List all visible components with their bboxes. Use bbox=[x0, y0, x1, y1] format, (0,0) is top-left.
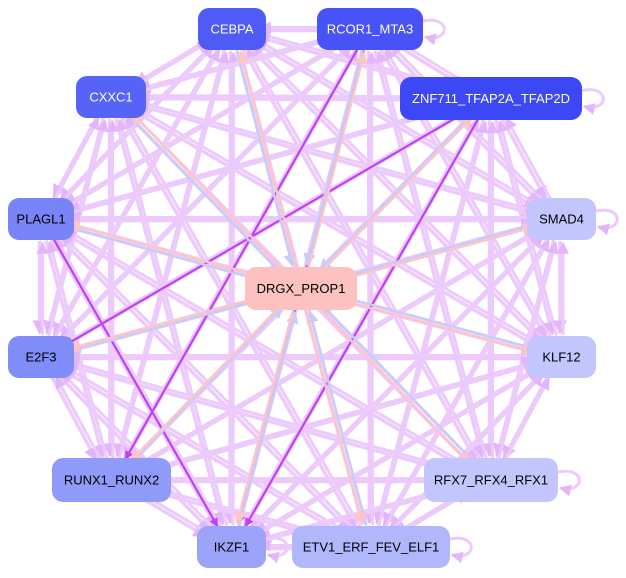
node-label: ETV1_ERF_FEV_ELF1 bbox=[303, 540, 440, 555]
edge-ZNF711_TFAP2A_TFAP2D-to-center bbox=[318, 112, 474, 272]
edge-center-to-CXXC1 bbox=[130, 112, 287, 273]
edges bbox=[32, 18, 619, 564]
node-box bbox=[52, 458, 171, 502]
edge-PLAGL1-RFX7_RFX4_RFX1 bbox=[60, 229, 468, 471]
node-etv1-erf-fev-elf1[interactable]: ETV1_ERF_FEV_ELF1 bbox=[292, 526, 450, 568]
edge-SMAD4-RUNX1_RUNX2 bbox=[133, 227, 541, 469]
node-box bbox=[317, 8, 423, 50]
edge-center-to-RUNX1_RUNX2 bbox=[129, 302, 284, 463]
node-box bbox=[8, 198, 74, 240]
edge-center-to-ZNF711_TFAP2A_TFAP2D bbox=[318, 115, 474, 275]
self-loop-RCOR1_MTA3 bbox=[422, 18, 446, 46]
node-label: IKZF1 bbox=[214, 540, 249, 555]
edge-ETV1_ERF_FEV_ELF1-RCOR1_MTA3 bbox=[365, 51, 378, 525]
edge-KLF12-to-center bbox=[327, 290, 539, 352]
edge-RFX7_RFX4_RFX1-KLF12 bbox=[502, 377, 551, 463]
node-label: CEBPA bbox=[210, 22, 253, 37]
edge-IKZF1-KLF12 bbox=[252, 368, 540, 539]
edge-RCOR1_MTA3-PLAGL1 bbox=[63, 37, 350, 208]
edge-center-to-CEBPA bbox=[237, 50, 298, 268]
node-box bbox=[527, 198, 596, 240]
node-rfx7-rfx4-rfx1[interactable]: RFX7_RFX4_RFX1 bbox=[424, 458, 558, 502]
node-box bbox=[76, 76, 146, 118]
node-box bbox=[424, 458, 558, 502]
node-znf711-tfap2a-tfap2d[interactable]: ZNF711_TFAP2A_TFAP2D bbox=[400, 77, 582, 120]
edge-RFX7_RFX4_RFX1-to-center bbox=[320, 303, 477, 465]
edge-ZNF711_TFAP2A_TFAP2D-SMAD4 bbox=[500, 117, 548, 201]
strong-edge-PLAGL1-IKZF1 bbox=[52, 237, 219, 528]
self-loop-SMAD4 bbox=[595, 208, 619, 236]
edge-RUNX1_RUNX2-E2F3 bbox=[54, 376, 103, 461]
edge-center-to-IKZF1 bbox=[234, 309, 295, 525]
self-loop-RFX7_RFX4_RFX1 bbox=[557, 469, 581, 497]
edge-center-to-ETV1_ERF_FEV_ELF1 bbox=[304, 309, 366, 526]
node-cebpa[interactable]: CEBPA bbox=[198, 8, 266, 50]
edge-CEBPA-to-center bbox=[235, 50, 296, 267]
edge-RCOR1_MTA3-RUNX1_RUNX2 bbox=[122, 46, 359, 460]
edge-ETV1_ERF_FEV_ELF1-to-center bbox=[306, 310, 368, 526]
edge-IKZF1-SMAD4 bbox=[248, 235, 544, 534]
edge-SMAD4-to-center bbox=[326, 222, 539, 284]
self-loop-ETV1_ERF_FEV_ELF1 bbox=[449, 536, 473, 564]
edge-CXXC1-to-center bbox=[125, 112, 282, 274]
node-e2f3[interactable]: E2F3 bbox=[8, 336, 74, 378]
edge-RUNX1_RUNX2-to-center bbox=[128, 305, 284, 467]
edge-PLAGL1-CXXC1 bbox=[52, 117, 100, 202]
node-label: PLAGL1 bbox=[16, 212, 65, 227]
node-cxxc1[interactable]: CXXC1 bbox=[76, 76, 146, 118]
node-box bbox=[527, 336, 596, 378]
node-smad4[interactable]: SMAD4 bbox=[527, 198, 596, 240]
edge-KLF12-IKZF1 bbox=[253, 365, 541, 536]
edge-RCOR1_MTA3-to-center bbox=[303, 49, 364, 267]
edge-E2F3-RUNX1_RUNX2 bbox=[50, 376, 98, 462]
strong-edge-ZNF711_TFAP2A_TFAP2D-IKZF1 bbox=[244, 116, 480, 527]
node-ikzf1[interactable]: IKZF1 bbox=[197, 526, 266, 568]
edge-center-to-RFX7_RFX4_RFX1 bbox=[315, 304, 472, 465]
node-label: KLF12 bbox=[542, 350, 580, 365]
node-box bbox=[198, 8, 266, 50]
node-label: E2F3 bbox=[25, 350, 56, 365]
edge-RFX7_RFX4_RFX1-PLAGL1 bbox=[64, 228, 472, 469]
node-box bbox=[400, 77, 582, 120]
node-label: SMAD4 bbox=[539, 212, 584, 227]
edge-center-to-KLF12 bbox=[323, 294, 536, 356]
node-label: RCOR1_MTA3 bbox=[327, 22, 413, 37]
node-rcor1-mta3[interactable]: RCOR1_MTA3 bbox=[317, 8, 423, 50]
edge-PLAGL1-to-center bbox=[63, 224, 275, 287]
edge-RUNX1_RUNX2-SMAD4 bbox=[132, 231, 540, 472]
node-label: ZNF711_TFAP2A_TFAP2D bbox=[412, 91, 570, 106]
node-drgx-prop1[interactable]: DRGX_PROP1 bbox=[245, 267, 357, 310]
edge-center-to-SMAD4 bbox=[324, 223, 537, 286]
edge-CXXC1-RCOR1_MTA3 bbox=[134, 33, 345, 95]
node-runx1-runx2[interactable]: RUNX1_RUNX2 bbox=[52, 458, 171, 502]
node-label: DRGX_PROP1 bbox=[257, 281, 346, 296]
edge-E2F3-to-center bbox=[64, 292, 276, 355]
node-box bbox=[292, 526, 450, 568]
strong-edge-ZNF711_TFAP2A_TFAP2D-E2F3 bbox=[64, 108, 471, 346]
node-box bbox=[245, 267, 357, 310]
edge-KLF12-ETV1_ERF_FEV_ELF1 bbox=[388, 370, 545, 531]
edge-IKZF1-to-center bbox=[237, 310, 299, 527]
node-box bbox=[8, 336, 74, 378]
self-loop-IKZF1 bbox=[265, 536, 289, 564]
self-loop-ZNF711_TFAP2A_TFAP2D bbox=[581, 88, 605, 115]
node-klf12[interactable]: KLF12 bbox=[527, 336, 596, 378]
node-plagl1[interactable]: PLAGL1 bbox=[8, 198, 74, 240]
node-label: RFX7_RFX4_RFX1 bbox=[434, 473, 548, 488]
node-label: RUNX1_RUNX2 bbox=[64, 473, 159, 488]
edge-RCOR1_MTA3-ETV1_ERF_FEV_ELF1 bbox=[362, 50, 377, 525]
strong-edge-RCOR1_MTA3-RUNX1_RUNX2 bbox=[124, 47, 360, 460]
edge-center-to-RCOR1_MTA3 bbox=[307, 51, 368, 268]
node-box bbox=[197, 526, 266, 568]
edge-center-to-PLAGL1 bbox=[67, 220, 279, 283]
edge-center-to-E2F3 bbox=[66, 291, 278, 353]
node-label: CXXC1 bbox=[89, 90, 132, 105]
edge-SMAD4-ZNF711_TFAP2A_TFAP2D bbox=[505, 117, 552, 200]
